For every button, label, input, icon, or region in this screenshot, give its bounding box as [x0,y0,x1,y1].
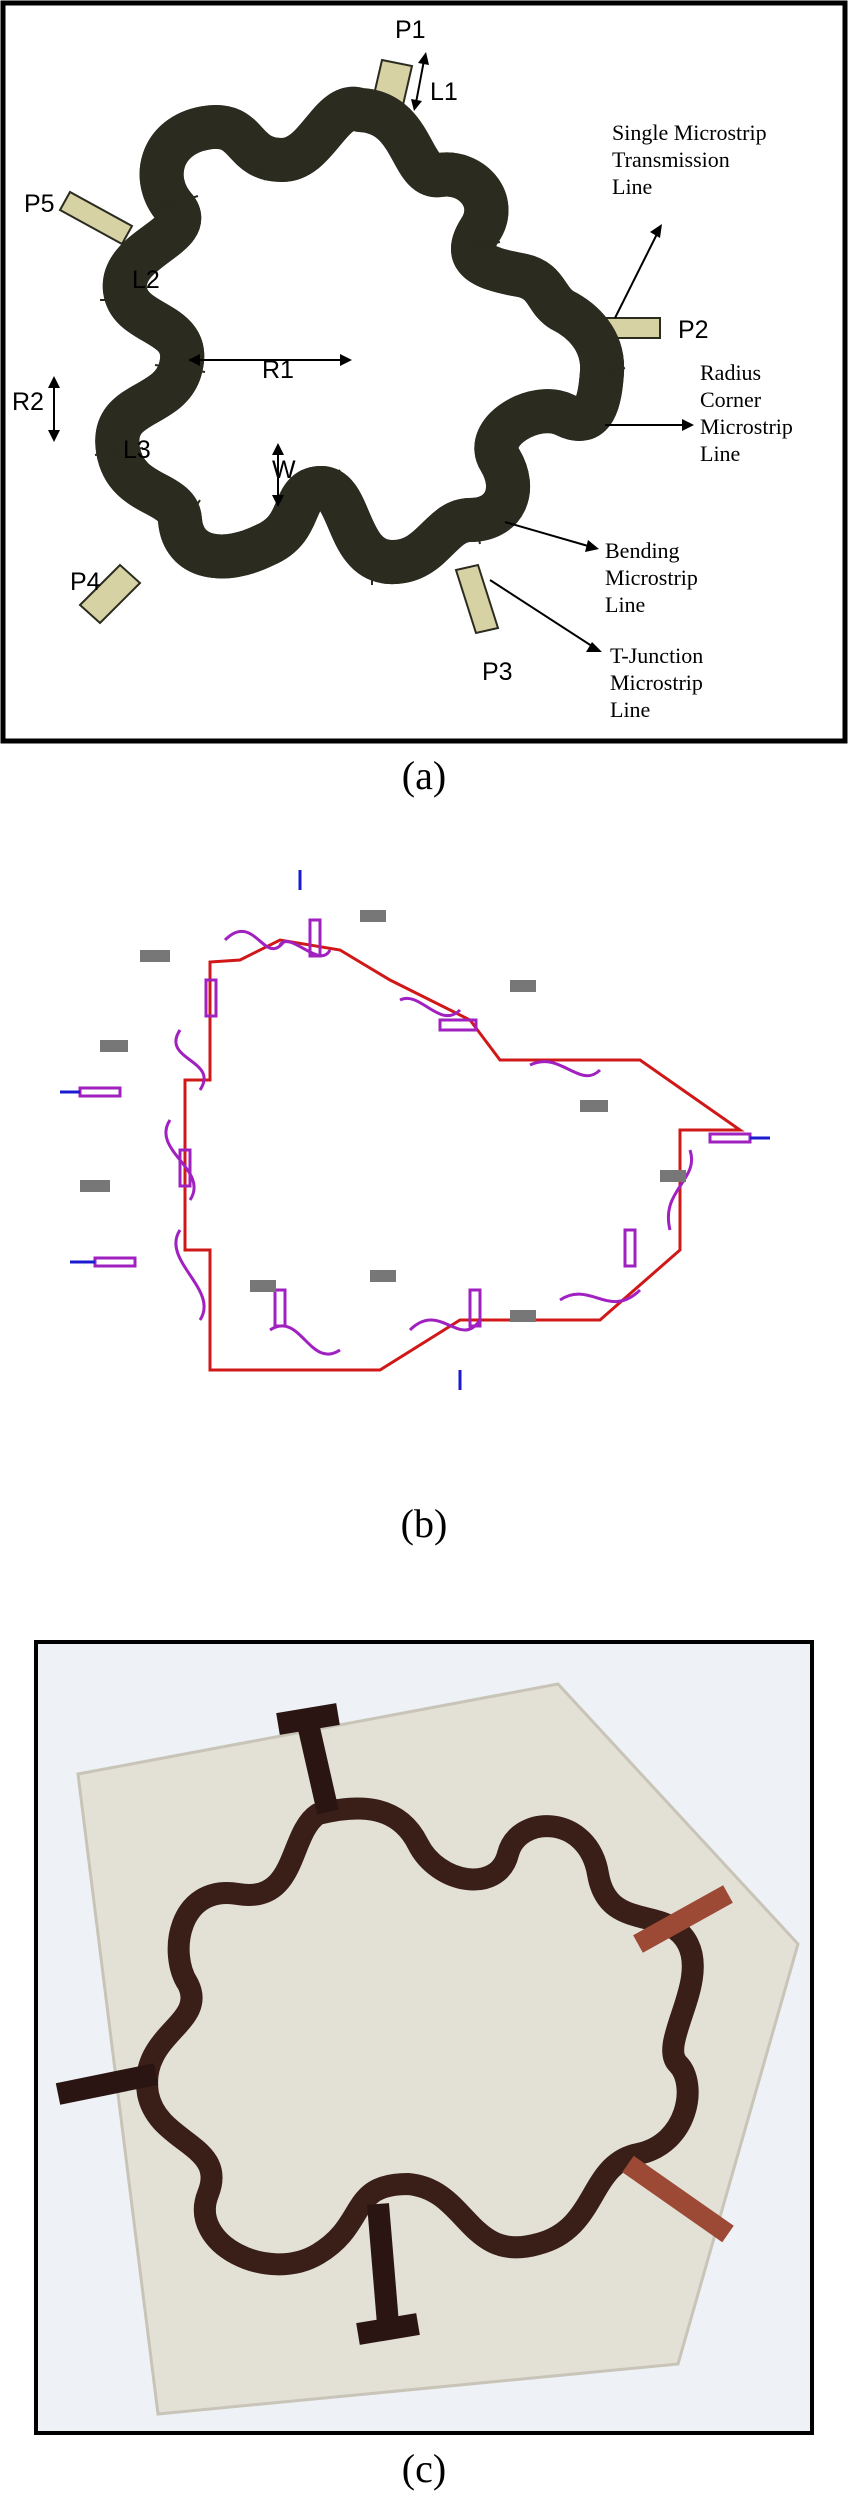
dimension-arrows [48,52,429,507]
label-l2: L2 [132,266,160,294]
panel-a-border [0,0,848,744]
label-w: W [272,456,296,484]
label-p3: P3 [482,658,513,686]
annot-single-3: Line [612,174,652,199]
panel-a-frame: P1 L1 P2 P3 P4 P5 L2 L3 R1 R2 W [0,0,848,745]
annot-bending-1: Bending [605,538,680,563]
annotation-pointers [489,224,694,652]
annot-tjunc-3: Line [610,697,650,722]
label-l3: L3 [123,436,151,464]
schematic-diagram [60,870,770,1390]
annot-single-2: Transmission [612,147,730,172]
label-p4: P4 [70,568,101,596]
label-r2: R2 [12,388,44,416]
annot-bending-3: Line [605,592,645,617]
annot-radius-1: Radius [700,360,761,385]
schematic-wires [183,938,745,1372]
annot-tjunc-2: Microstrip [610,670,703,695]
annot-radius-3: Microstrip [700,414,793,439]
panel-b-schematic [40,850,808,1410]
annot-bending-2: Microstrip [605,565,698,590]
label-p5: P5 [24,190,55,218]
annot-radius-4: Line [700,441,740,466]
schematic-components [78,918,752,1356]
copper-ports [55,1703,420,2345]
panel-c-photo [34,1640,814,2435]
label-p2: P2 [678,316,709,344]
caption-a: (a) [401,753,447,798]
port-stub-p3 [454,563,500,635]
segment-separators [94,89,626,585]
schematic-loop [183,938,745,1372]
annot-single-1: Single Microstrip [612,120,767,145]
annot-radius-2: Corner [700,387,762,412]
label-p1: P1 [395,16,426,44]
caption-b: (b) [400,1501,448,1546]
fabricated-board [55,1682,800,2416]
schematic-tiny-labels [80,910,686,1322]
port-stub-p4 [78,563,142,625]
schematic-ports [60,870,770,1390]
substrate [76,1682,800,2416]
caption-c: (c) [401,2446,447,2491]
copper-ring [136,1797,704,2276]
panel-a-diagram: P1 L1 P2 P3 P4 P5 L2 L3 R1 R2 W [0,0,848,744]
label-l1: L1 [430,78,458,106]
annot-tjunc-1: T-Junction [610,643,703,668]
copper-ports-light [622,1885,734,2243]
port-stub-p5 [58,190,134,246]
